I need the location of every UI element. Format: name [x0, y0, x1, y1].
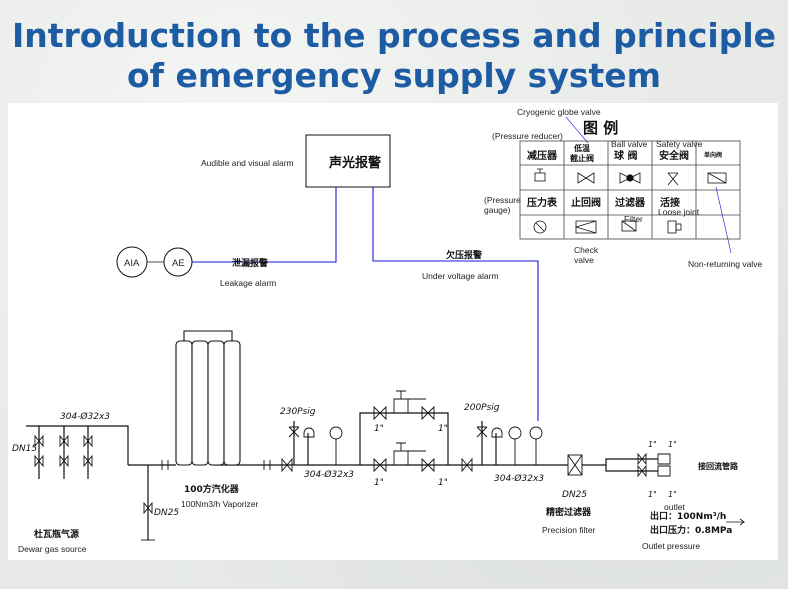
inch-label-7: 1": [648, 490, 657, 499]
dn15-label: DN15: [12, 444, 37, 454]
label-vaporizer: 100Nm3/h Vaporizer: [181, 499, 258, 509]
outlet-line-cn: 接回流管路: [698, 461, 739, 471]
legend-safety-cn: 安全阀: [659, 149, 689, 162]
lead-cryo: [565, 116, 589, 144]
inch-label-8: 1": [668, 490, 677, 499]
pipe-spec-right: 304-Ø32x3: [494, 473, 544, 484]
pipe-spec-mid: 304-Ø32x3: [304, 469, 354, 480]
legend-nonreturn-symbol: [707, 172, 727, 184]
pipe-spec-main: 304-Ø32x3: [60, 411, 110, 422]
label-safety-valve: Safety valve: [656, 139, 703, 149]
svg-text:AE: AE: [172, 258, 185, 269]
legend-loose-joint-symbol: [667, 220, 682, 234]
label-check-valve-1: Check: [574, 245, 599, 255]
alarm-box-cn: 声光报警: [328, 155, 381, 171]
alarm-box: [305, 134, 391, 188]
label-outlet-pressure: Outlet pressure: [642, 541, 700, 551]
psig-230-label: 230Psig: [280, 407, 316, 417]
label-check-valve-2: valve: [574, 255, 594, 265]
legend-safety-valve-symbol: [667, 172, 679, 186]
legend-filter-cn: 过滤器: [615, 196, 646, 209]
instrument-ae: AE: [163, 247, 193, 277]
title-line-1: Introduction to the process and principl…: [11, 16, 777, 55]
label-outlet: outlet: [664, 502, 685, 512]
legend-filter-symbol: [621, 220, 637, 232]
legend-nonreturn-cn: 单向阀: [704, 151, 722, 159]
diagram-canvas: 图 例 减压器 低温 截止阀 球 阀 安全阀 单向阀 压力表 止回阀 过滤器 活…: [12, 107, 762, 554]
outlet-flow-cn: 出口：100Nm³/h: [650, 510, 726, 522]
svg-text:AIA: AIA: [124, 258, 140, 269]
legend-gauge-symbol: [533, 220, 547, 234]
label-under-voltage-alarm: Under voltage alarm: [422, 271, 499, 281]
label-ball-valve: Ball valve: [611, 139, 648, 149]
dn25-filter-label: DN25: [562, 490, 587, 500]
inch-label-6: 1": [668, 440, 677, 449]
dewar-cn: 杜瓦瓶气源: [34, 528, 79, 540]
precision-filter: [567, 454, 583, 476]
legend-title: 图 例: [583, 119, 618, 137]
legend-check-valve-symbol: [574, 220, 597, 234]
precision-filter-cn: 精密过滤器: [546, 506, 592, 518]
legend-globe-valve-symbol: [577, 172, 595, 184]
pressure-reducers: [393, 390, 426, 466]
label-filter: Filter: [624, 214, 643, 224]
label-audible-visual-alarm: Audible and visual alarm: [201, 158, 294, 168]
inch-label-2: 1": [438, 424, 448, 434]
gauges: [329, 426, 543, 465]
legend-reducer-symbol: [534, 168, 546, 182]
signal-lines: [192, 187, 539, 421]
under-voltage-cn: 欠压报警: [446, 249, 482, 261]
main-line-valves: [161, 405, 473, 473]
legend-cryo-cn-1: 低温: [573, 143, 590, 153]
legend-check-cn: 止回阀: [571, 196, 601, 209]
safety-valves: [288, 426, 503, 438]
lead-nonreturn: [715, 186, 732, 254]
legend-table: [519, 140, 741, 240]
label-pressure-reducer: (Pressure reducer): [492, 131, 563, 141]
inch-label-1: 1": [374, 424, 384, 434]
dn25-left-label: DN25: [154, 508, 179, 518]
vaporizer-cn: 100方汽化器: [184, 483, 240, 495]
label-leakage-alarm: Leakage alarm: [220, 278, 276, 288]
label-loose-joint: Loose joint: [658, 207, 700, 217]
legend-ball-cn: 球 阀: [614, 149, 637, 162]
inch-label-5: 1": [648, 440, 657, 449]
process-diagram: 图 例 减压器 低温 截止阀 球 阀 安全阀 单向阀 压力表 止回阀 过滤器 活…: [8, 103, 778, 560]
legend-loose-cn: 活接: [660, 196, 680, 209]
legend-gauge-cn: 压力表: [527, 196, 558, 209]
psig-200-label: 200Psig: [464, 403, 500, 413]
instrument-aia: AIA: [116, 246, 148, 278]
dewar-valves: [34, 434, 155, 541]
slide-title: Introduction to the process and principl…: [0, 16, 788, 96]
label-non-returning-valve: Non-returning valve: [688, 259, 762, 269]
vaporizer: [175, 330, 241, 466]
label-cryogenic-globe-valve: Cryogenic globe valve: [517, 107, 601, 117]
label-precision-filter: Precision filter: [542, 525, 596, 535]
title-line-2: of emergency supply system: [126, 56, 662, 95]
outlet-pressure-cn: 出口压力：0.8MPa: [650, 524, 732, 536]
legend-ball-valve-symbol: [619, 172, 641, 184]
label-dewar-gas-source: Dewar gas source: [18, 544, 87, 554]
leakage-cn: 泄漏报警: [232, 257, 268, 269]
label-pressure-gauge-1: (Pressure: [484, 195, 521, 205]
legend-reducer-cn: 减压器: [527, 149, 558, 162]
label-pressure-gauge-2: gauge): [484, 205, 511, 215]
inch-label-3: 1": [374, 478, 384, 488]
outlet-arrow: [726, 518, 746, 526]
outlet-valves: [637, 452, 671, 478]
legend-cryo-cn-2: 截止阀: [570, 153, 594, 163]
inch-label-4: 1": [438, 478, 448, 488]
